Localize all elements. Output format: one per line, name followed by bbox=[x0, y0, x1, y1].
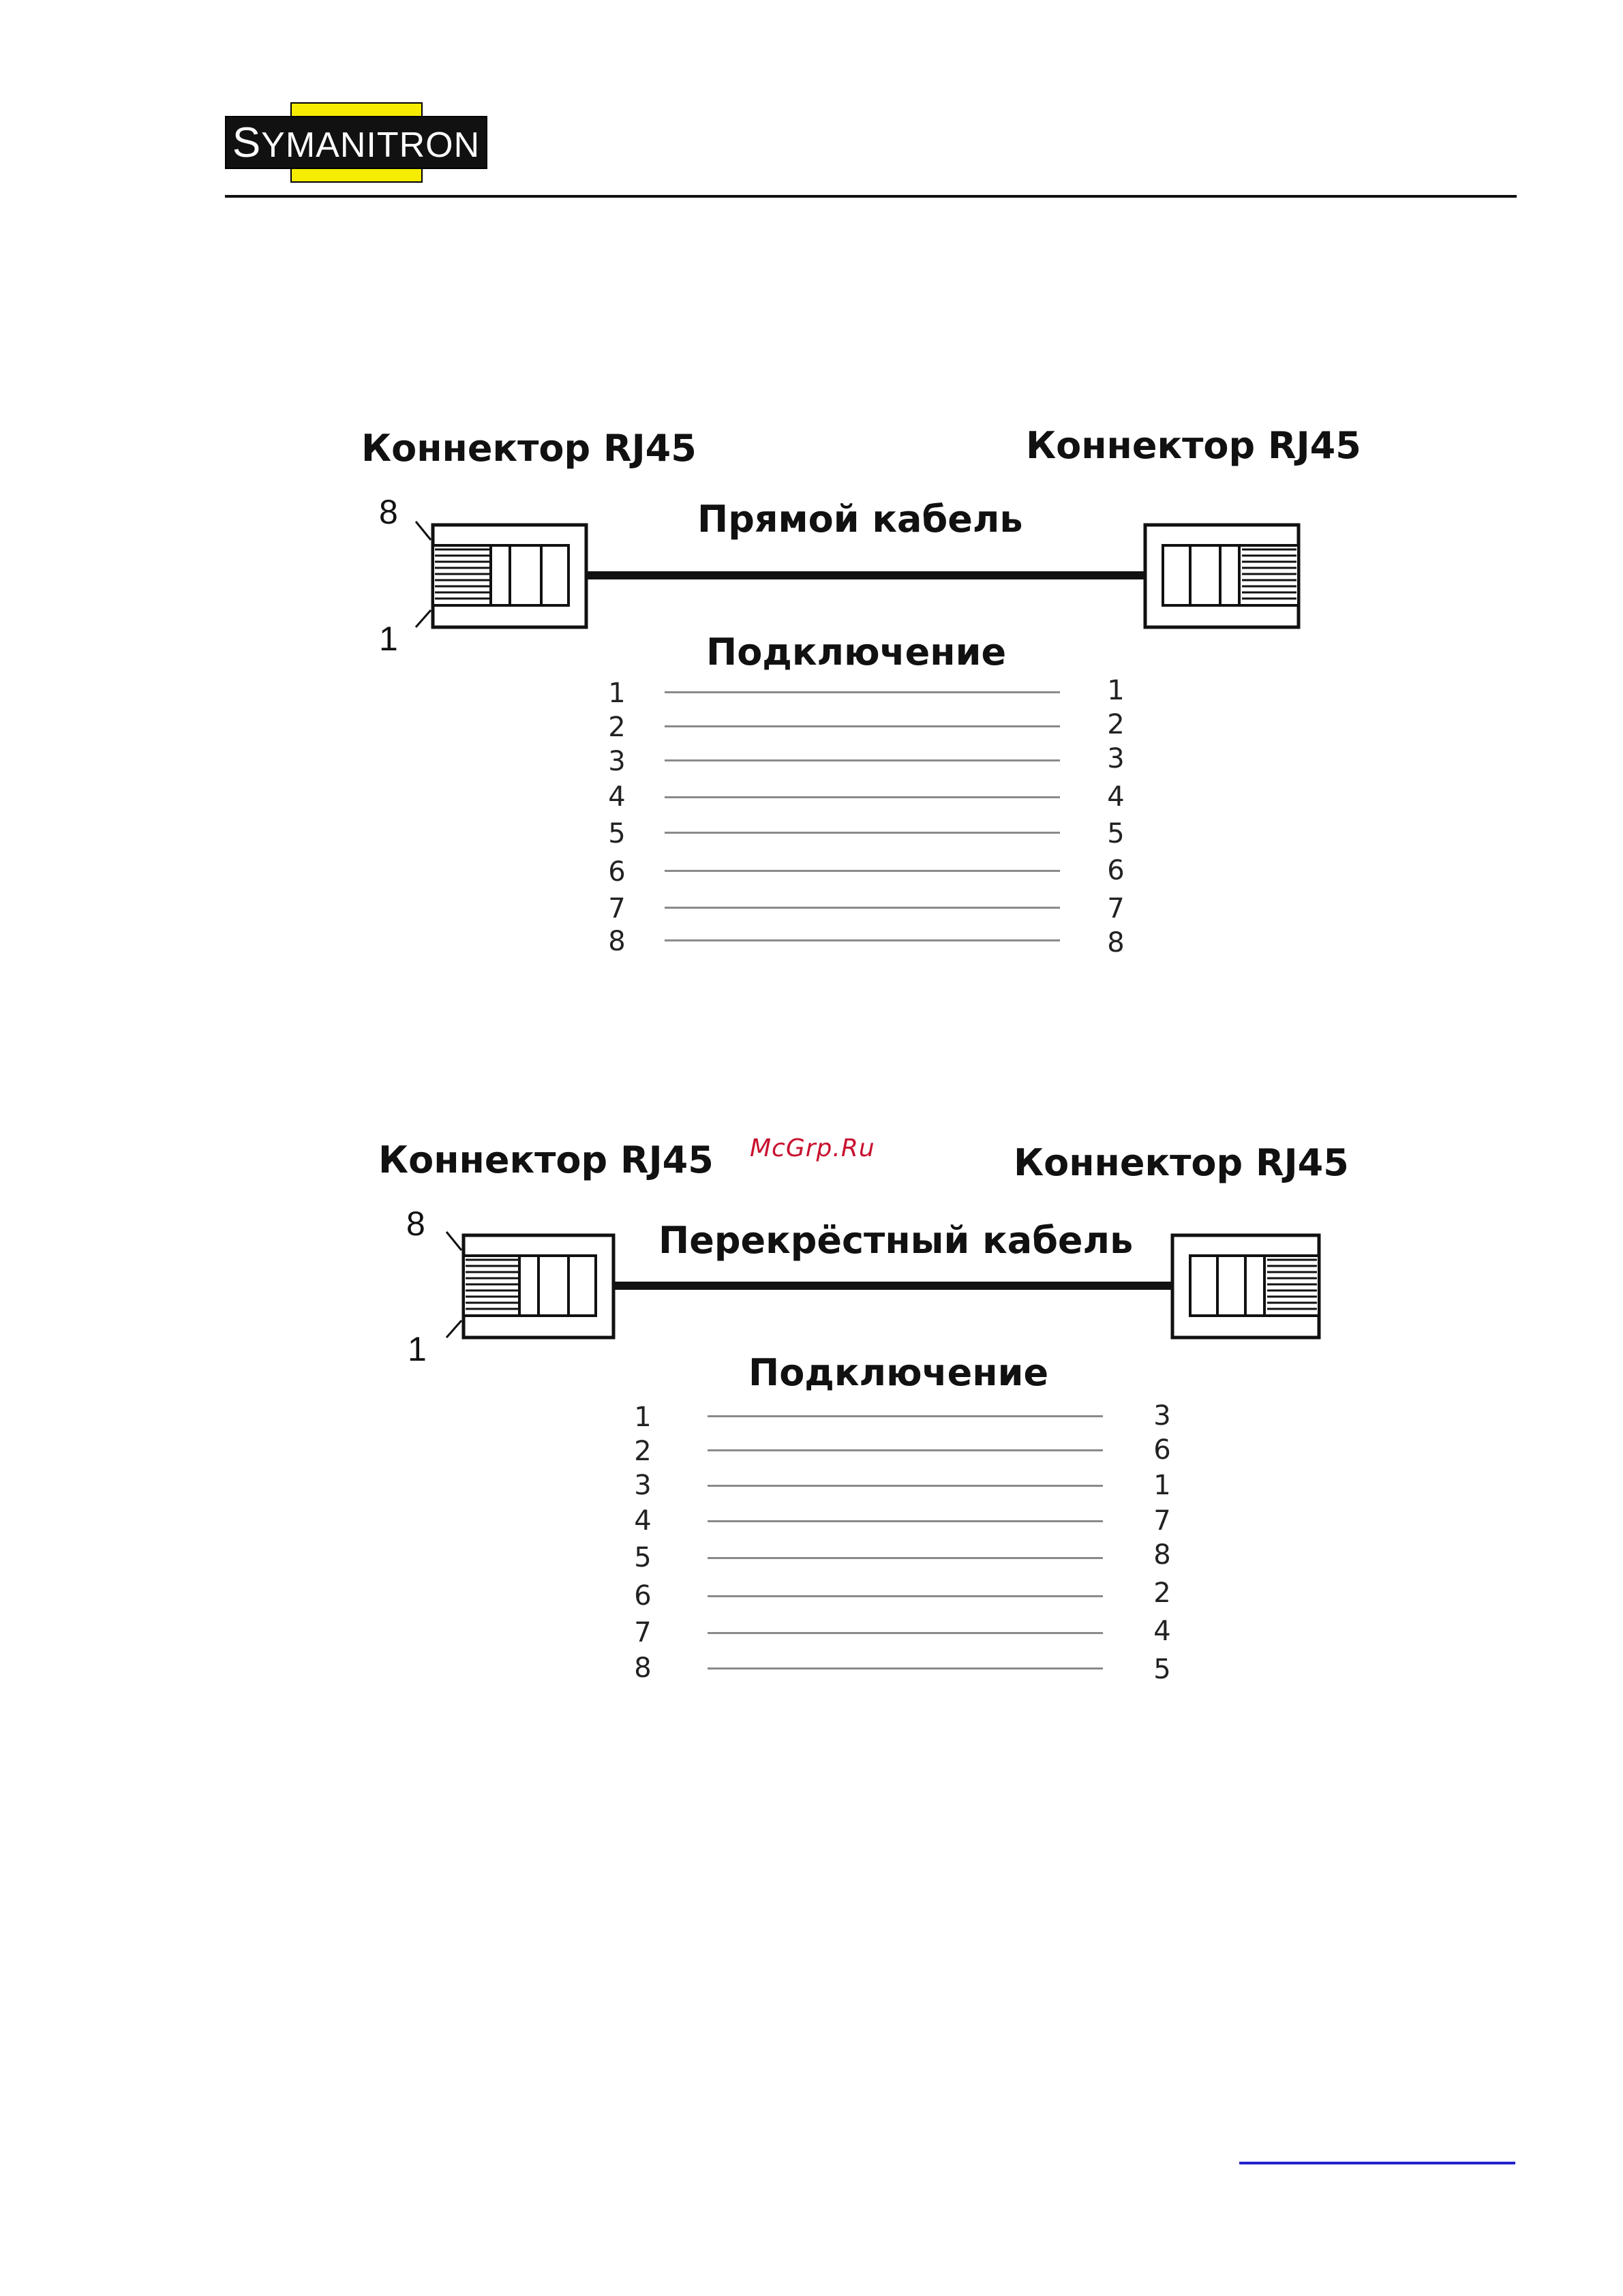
left-pin: 7 bbox=[626, 1617, 660, 1648]
right-pin: 6 bbox=[1099, 855, 1133, 886]
straight-cable-drawing bbox=[382, 504, 1322, 641]
right-pin: 4 bbox=[1145, 1616, 1179, 1647]
right-pin: 1 bbox=[1099, 675, 1133, 706]
right-pin: 4 bbox=[1099, 781, 1133, 813]
wiring-title: Подключение bbox=[706, 631, 1006, 674]
wire bbox=[708, 1485, 1103, 1487]
wire bbox=[708, 1520, 1103, 1522]
left-connector-label: Коннектор RJ45 bbox=[378, 1138, 714, 1181]
left-pin: 7 bbox=[600, 893, 634, 924]
left-pin: 5 bbox=[626, 1542, 660, 1573]
left-pin: 1 bbox=[626, 1402, 660, 1433]
right-pin: 2 bbox=[1099, 709, 1133, 740]
wire bbox=[708, 1595, 1103, 1597]
right-pin: 5 bbox=[1145, 1654, 1179, 1685]
left-connector-label: Коннектор RJ45 bbox=[361, 427, 697, 470]
wire bbox=[665, 796, 1060, 798]
right-pin: 3 bbox=[1145, 1400, 1179, 1432]
left-pin: 2 bbox=[600, 712, 634, 743]
brand-logo: SYMANITRON bbox=[225, 102, 487, 183]
left-pin: 3 bbox=[600, 746, 634, 777]
right-pin: 2 bbox=[1145, 1577, 1179, 1609]
right-pin: 8 bbox=[1145, 1539, 1179, 1571]
right-pin: 6 bbox=[1145, 1434, 1179, 1466]
wire bbox=[665, 870, 1060, 872]
right-pin: 7 bbox=[1145, 1505, 1179, 1537]
left-pin: 4 bbox=[600, 781, 634, 813]
crossover-cable-drawing bbox=[412, 1215, 1353, 1351]
wire bbox=[665, 907, 1060, 909]
wire bbox=[708, 1557, 1103, 1559]
left-pin: 1 bbox=[600, 678, 634, 709]
wire bbox=[665, 759, 1060, 761]
right-connector-label: Коннектор RJ45 bbox=[1014, 1141, 1349, 1184]
right-pin: 3 bbox=[1099, 743, 1133, 774]
wire bbox=[665, 832, 1060, 834]
wire bbox=[665, 725, 1060, 727]
wire bbox=[665, 691, 1060, 693]
wire bbox=[665, 939, 1060, 941]
right-pin: 1 bbox=[1145, 1470, 1179, 1501]
wire bbox=[708, 1415, 1103, 1417]
wire bbox=[708, 1667, 1103, 1670]
right-connector-label: Коннектор RJ45 bbox=[1026, 424, 1361, 467]
watermark: McGrp.Ru bbox=[750, 1134, 875, 1162]
left-pin: 6 bbox=[626, 1580, 660, 1612]
right-pin: 7 bbox=[1099, 893, 1133, 924]
left-pin: 8 bbox=[626, 1652, 660, 1684]
right-pin: 8 bbox=[1099, 927, 1133, 958]
logo-text: SYMANITRON bbox=[232, 119, 480, 167]
wire bbox=[708, 1449, 1103, 1451]
left-pin: 3 bbox=[626, 1470, 660, 1501]
left-pin: 8 bbox=[600, 926, 634, 957]
wire bbox=[708, 1632, 1103, 1634]
right-pin: 5 bbox=[1099, 818, 1133, 849]
footer-link[interactable] bbox=[1239, 2162, 1515, 2164]
left-pin: 4 bbox=[626, 1505, 660, 1537]
header-divider bbox=[225, 195, 1517, 198]
wiring-title: Подключение bbox=[748, 1351, 1048, 1394]
left-pin: 6 bbox=[600, 856, 634, 888]
logo-black-bar: SYMANITRON bbox=[225, 116, 487, 169]
left-pin: 5 bbox=[600, 818, 634, 849]
left-pin: 2 bbox=[626, 1436, 660, 1467]
